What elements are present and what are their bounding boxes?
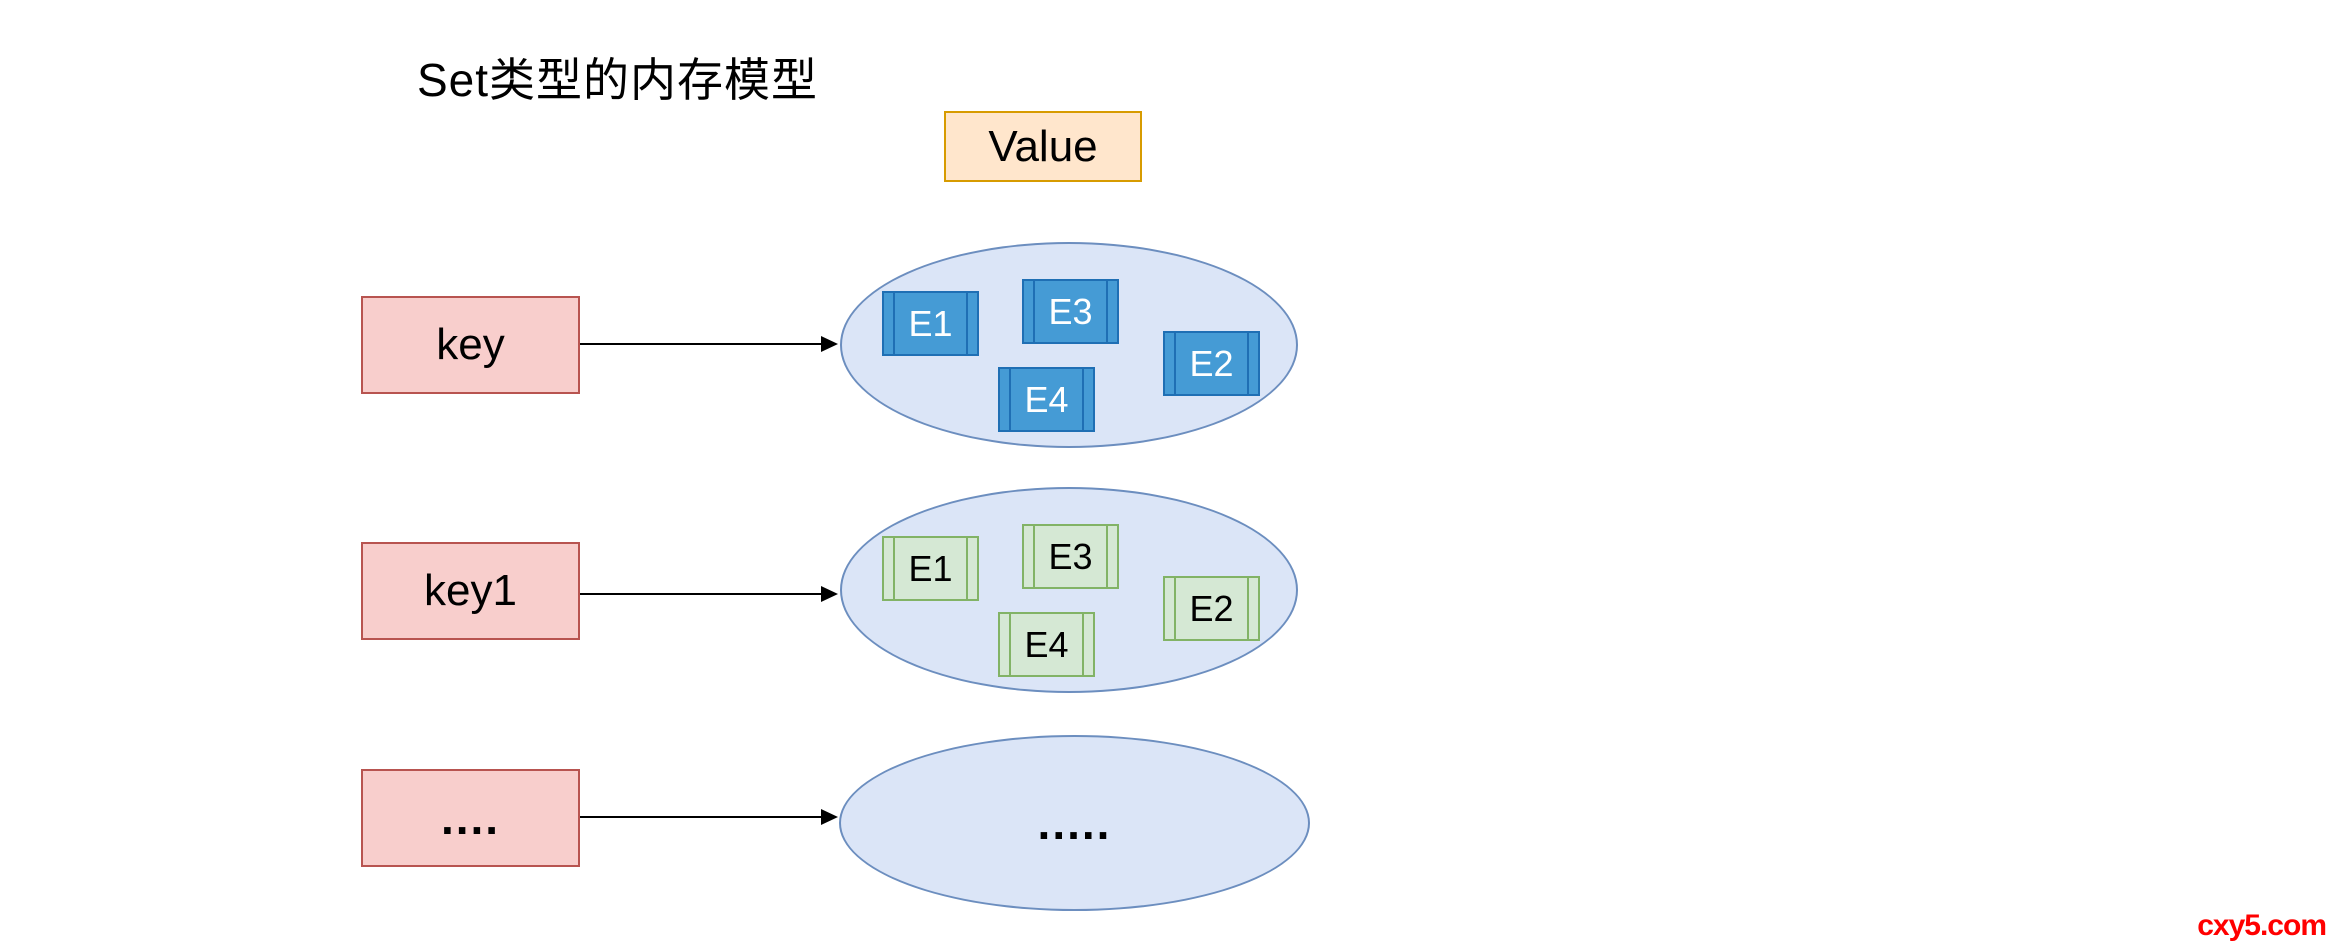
element-box-e3: E3 xyxy=(1022,279,1119,344)
key-box-key: key xyxy=(361,296,580,394)
watermark-text: cxy5.com xyxy=(2197,909,2327,942)
element-box-e1: E1 xyxy=(882,291,979,356)
element-label: E4 xyxy=(1024,378,1069,420)
element-label: E3 xyxy=(1048,290,1093,332)
key-label: .... xyxy=(440,792,501,844)
element-box-e4: E4 xyxy=(998,367,1095,432)
arrow-key-to-set-2 xyxy=(580,586,838,602)
element-box-e4: E4 xyxy=(998,612,1095,677)
key-label: key xyxy=(436,320,505,369)
element-label: E1 xyxy=(908,547,953,589)
element-box-e2: E2 xyxy=(1163,576,1260,641)
key-label: key1 xyxy=(424,566,517,615)
element-box-e2: E2 xyxy=(1163,331,1260,396)
key-box-ellipsis: .... xyxy=(361,769,580,867)
element-box-e1: E1 xyxy=(882,536,979,601)
set-ellipse-2: E1 E3 E2 E4 xyxy=(840,487,1298,693)
element-box-e3: E3 xyxy=(1022,524,1119,589)
element-label: E2 xyxy=(1189,342,1234,384)
value-legend-box: Value xyxy=(944,111,1142,182)
element-label: E1 xyxy=(908,302,953,344)
set-placeholder-dots: ..... xyxy=(1037,797,1112,849)
element-label: E4 xyxy=(1024,623,1069,665)
arrow-key-to-set-3 xyxy=(580,809,838,825)
key-box-key1: key1 xyxy=(361,542,580,640)
arrow-key-to-set-1 xyxy=(580,336,838,352)
element-label: E3 xyxy=(1048,535,1093,577)
element-label: E2 xyxy=(1189,587,1234,629)
set-ellipse-1: E1 E3 E2 E4 xyxy=(840,242,1298,448)
value-legend-label: Value xyxy=(988,121,1098,171)
set-ellipse-3: ..... xyxy=(839,735,1310,911)
diagram-title: Set类型的内存模型 xyxy=(417,54,819,106)
